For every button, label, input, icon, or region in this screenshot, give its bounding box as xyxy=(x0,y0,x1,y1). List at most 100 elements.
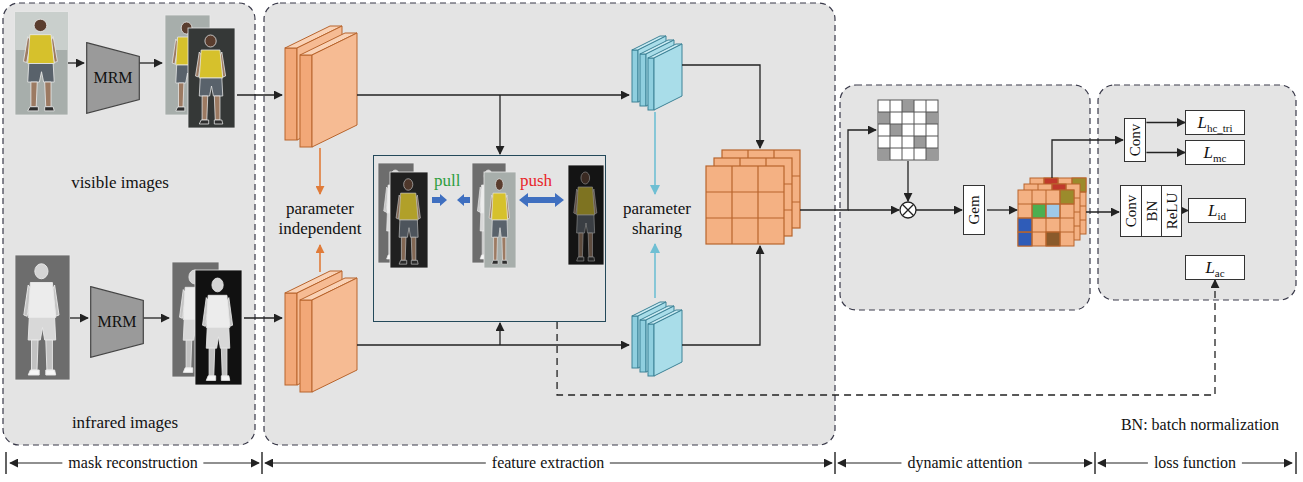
flow-lines-part xyxy=(68,62,84,63)
flow-lines-part xyxy=(1086,211,1119,212)
loss-subscript: hc_tri xyxy=(1207,122,1233,134)
parameter-arrows xyxy=(320,112,655,298)
person-images-part xyxy=(15,255,70,380)
pull-push-arrows-part xyxy=(519,193,564,207)
gem-pooling: Gem xyxy=(963,185,985,235)
flow-lines-part xyxy=(682,65,760,148)
flow-lines-part xyxy=(142,317,169,318)
loss-subscript: ac xyxy=(1215,267,1225,279)
person-images-part xyxy=(188,28,235,128)
section-ruler xyxy=(6,452,1296,474)
attention-matrix-part-part xyxy=(878,112,890,124)
person-images-part xyxy=(24,264,59,375)
loss-box: Lid xyxy=(1188,198,1246,223)
text-column: ReLU xyxy=(1161,186,1181,236)
contrast-frame: pull push xyxy=(373,155,606,322)
module-label: MRM xyxy=(93,69,132,87)
loss-letter: L xyxy=(1204,143,1213,162)
contrast-word: push xyxy=(520,172,552,191)
caption-label: dynamic attention xyxy=(901,453,1028,472)
flow-lines-part xyxy=(916,209,962,210)
orange-feature-block-part xyxy=(285,293,297,385)
loss-symbol: Lmc xyxy=(1204,144,1227,161)
attention-matrix-part-part xyxy=(926,148,938,160)
flow-lines-part xyxy=(357,344,629,345)
blue-feature-block-part xyxy=(654,310,682,376)
parameter-arrows-part xyxy=(319,148,321,194)
flow-lines-part xyxy=(1052,140,1123,178)
attention-matrix xyxy=(878,100,938,218)
caption-label: mask reconstruction xyxy=(62,453,203,472)
flow-lines-part xyxy=(138,62,162,63)
caption-label: visible images xyxy=(71,173,169,193)
blue-feature-block-part xyxy=(640,54,646,106)
mrm-module: MRM xyxy=(86,42,140,114)
loss-box: Lmc xyxy=(1185,140,1245,165)
attention-matrix-part xyxy=(902,204,913,215)
caption-label: infrared images xyxy=(72,413,178,433)
loss-letter: L xyxy=(1197,113,1206,132)
parameter-arrows-part xyxy=(654,112,656,194)
connector xyxy=(1146,152,1185,153)
panel-frames-part xyxy=(264,3,835,445)
person-images-part xyxy=(568,165,604,265)
flow-lines-part xyxy=(987,209,1017,210)
loss-symbol: Lhc_tri xyxy=(1197,114,1232,131)
flow-lines xyxy=(68,63,1123,345)
flow-lines-part xyxy=(848,209,899,210)
connector xyxy=(557,280,1215,395)
trapezoid-outline xyxy=(87,43,140,114)
orange-feature-block-part xyxy=(300,55,312,147)
pull-push-arrows xyxy=(432,193,564,207)
text-column: Conv xyxy=(1125,119,1145,161)
flow-lines-part xyxy=(357,94,629,95)
blue-feature-block-part xyxy=(632,316,638,368)
connector xyxy=(1146,122,1185,123)
weighted-feature-map-part xyxy=(1032,204,1046,218)
pull-push-arrows-part xyxy=(457,194,470,206)
flow-lines-part xyxy=(237,94,282,95)
loss-letter: L xyxy=(1205,258,1214,277)
orange-feature-block-part xyxy=(300,300,312,392)
person-images-part xyxy=(203,278,233,380)
loss-box: Lhc_tri xyxy=(1185,110,1245,135)
caption-label: parameter independent xyxy=(268,199,372,240)
layer-label: Conv xyxy=(1127,124,1144,157)
weighted-feature-map-part xyxy=(1046,232,1060,246)
orange-feature-block-part xyxy=(285,48,297,140)
blue-feature-block-part xyxy=(640,320,646,372)
feature-map xyxy=(706,150,800,244)
person-images-part xyxy=(489,179,509,264)
loss-symbol: Lac xyxy=(1205,259,1224,276)
flow-lines-part xyxy=(244,317,282,318)
loss-symbol: Lid xyxy=(1208,202,1226,219)
orange-feature-block-part xyxy=(312,33,357,147)
text-column: Gem xyxy=(964,186,984,234)
contrast-word: pull xyxy=(434,172,460,191)
loss-box: Lac xyxy=(1185,255,1245,280)
attention-matrix-part xyxy=(878,100,938,160)
panel-frames-part xyxy=(840,85,1090,310)
blue-feature-block-part xyxy=(648,324,654,376)
attention-matrix-part-part xyxy=(926,112,938,124)
caption-label: BN: batch normalization xyxy=(1121,415,1279,434)
orange-feature-block-part xyxy=(312,278,357,392)
text-column: Conv xyxy=(1121,186,1141,236)
attention-matrix-part xyxy=(900,202,916,218)
parameter-arrows-part xyxy=(319,245,321,272)
weighted-feature-map-part xyxy=(1018,190,1074,246)
person-images-part xyxy=(484,172,516,268)
person-images-part xyxy=(196,35,226,124)
layer-label: Gem xyxy=(966,195,983,224)
panel-frames-part xyxy=(3,3,255,445)
person-images-part xyxy=(390,172,428,268)
attention-matrix-part-part xyxy=(914,136,926,148)
attention-matrix-part-part xyxy=(902,100,914,112)
conv-layer: Conv xyxy=(1124,118,1146,162)
caption-label: feature extraction xyxy=(486,453,610,472)
module-label: MRM xyxy=(97,313,136,331)
loss-subscript: id xyxy=(1217,210,1226,222)
